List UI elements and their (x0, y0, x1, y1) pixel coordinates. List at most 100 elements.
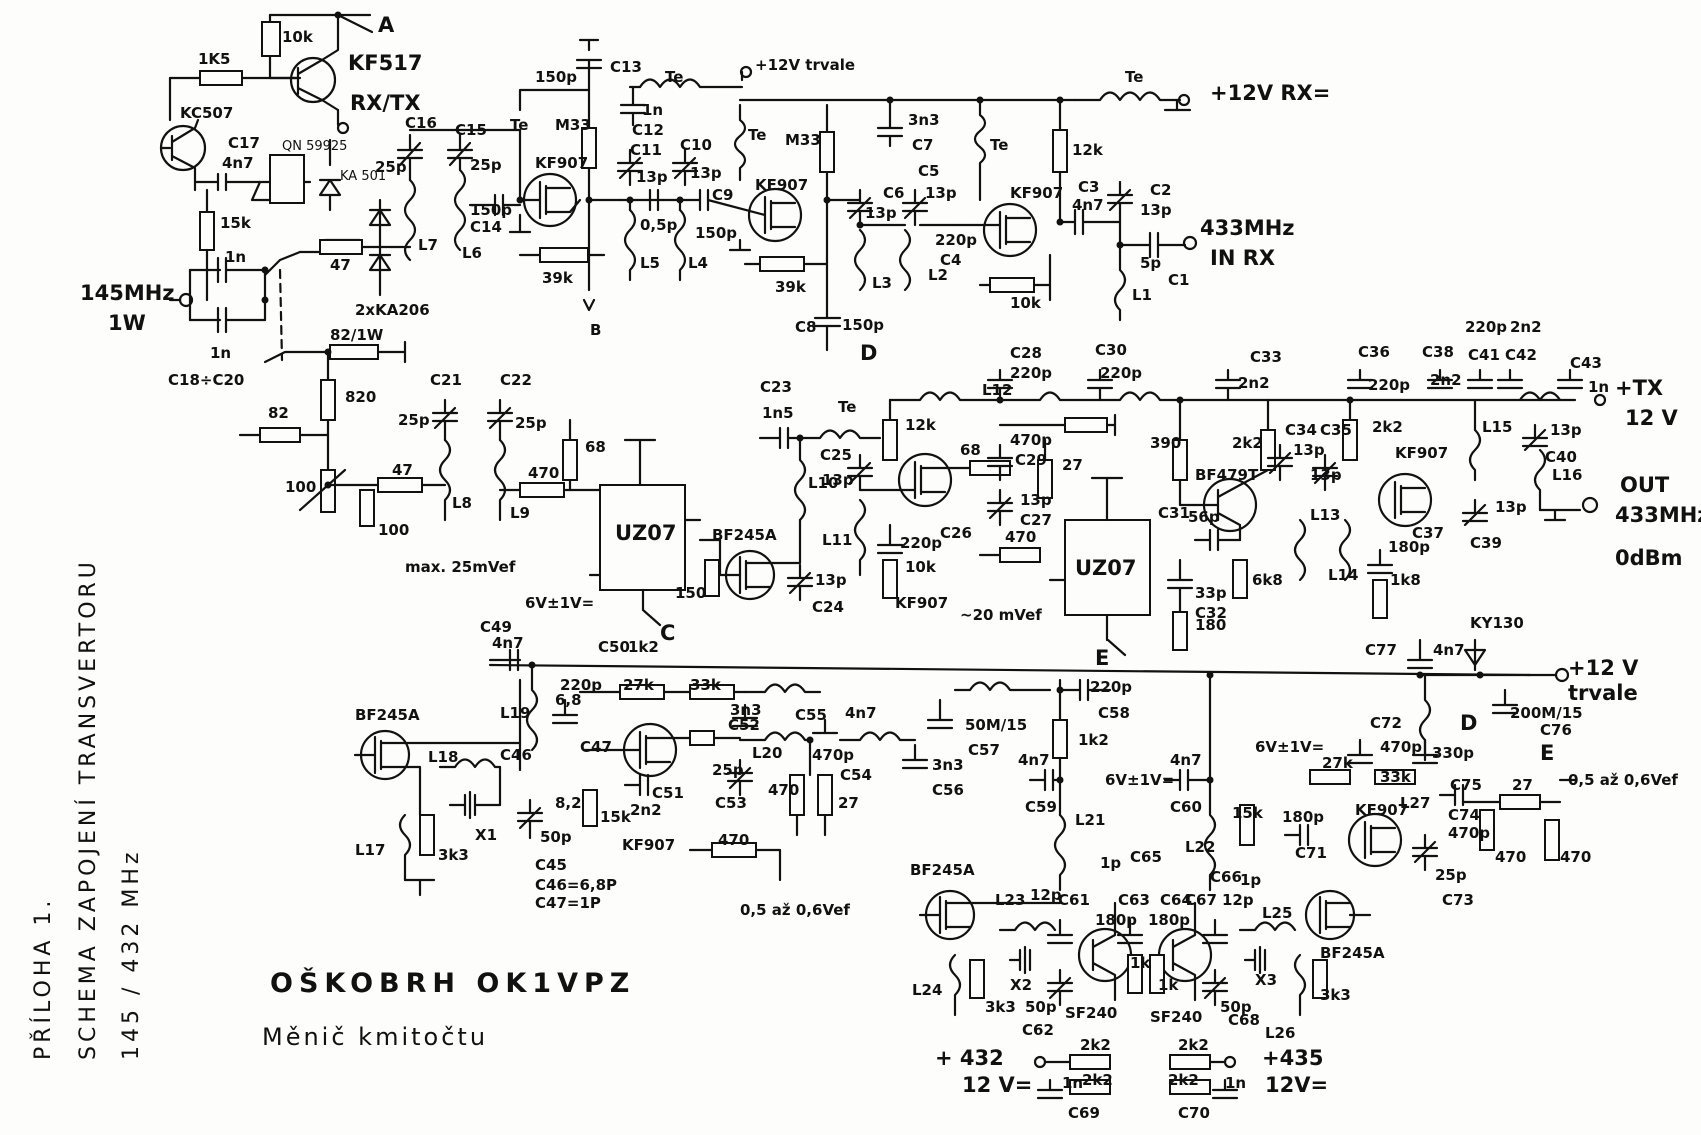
label-c15: C15 (455, 121, 487, 139)
label-l18: L18 (428, 748, 458, 766)
label-1p-a: 1p (1100, 854, 1121, 872)
label-c21: C21 (430, 371, 462, 389)
label-c74: C74 (1448, 806, 1480, 824)
label-c7: C7 (912, 136, 933, 154)
label-c62: C62 (1022, 1021, 1054, 1039)
label-1n-f: 1n (1225, 1074, 1246, 1092)
label-180p-c: 180p (1095, 911, 1137, 929)
label-bf479t: BF479T (1195, 466, 1259, 484)
label-3n3-c: 3n3 (932, 756, 964, 774)
label-05v-b: 0,5 až 0,6Vef (1568, 771, 1678, 789)
label-l17: L17 (355, 841, 385, 859)
label-c22: C22 (500, 371, 532, 389)
label-470-d: 470 (718, 831, 749, 849)
label-05v-a: 0,5 až 0,6Vef (740, 901, 850, 919)
label-l7: L7 (418, 236, 438, 254)
label-l13: L13 (1310, 506, 1340, 524)
label-c70: C70 (1178, 1104, 1210, 1122)
label-47-a: 47 (330, 256, 351, 274)
drawing-subtitle: Měnič kmitočtu (262, 1023, 488, 1051)
label-13p-d: 13p (925, 184, 957, 202)
label-c45: C45 (535, 856, 567, 874)
label-c5: C5 (918, 162, 939, 180)
label-50m15: 50M/15 (965, 716, 1027, 734)
label-l6: L6 (462, 244, 482, 262)
label-c76: C76 (1540, 721, 1572, 739)
label-kc507: KC507 (180, 104, 233, 122)
side-title: PŘÍLOHA 1. SCHEMA ZAPOJENÍ TRANSVERTORU … (30, 558, 144, 1060)
label-3k3-a: 3k3 (438, 846, 469, 864)
label-13p-l: 13p (1495, 498, 1527, 516)
label-05p: 0,5p (640, 216, 678, 234)
label-150-a: 150 (675, 584, 706, 602)
label-13p-f: 13p (822, 471, 854, 489)
label-2n2-b: 2n2 (1430, 371, 1462, 389)
label-2k2-a: 2k2 (1232, 434, 1263, 452)
label-c35: C35 (1320, 421, 1352, 439)
label-c10: C10 (680, 136, 712, 154)
label-x1: X1 (475, 826, 497, 844)
label-2xka206: 2xKA206 (355, 301, 430, 319)
label-c75: C75 (1450, 776, 1482, 794)
label-13p-j: 13p (1310, 466, 1342, 484)
label-220p-d: 220p (1100, 364, 1142, 382)
label-c11: C11 (630, 141, 662, 159)
label-max25: max. 25mVef (405, 558, 516, 576)
label-68p: 6,8 (555, 691, 582, 709)
label-c12: C12 (632, 121, 664, 139)
label-l4: L4 (688, 254, 708, 272)
label-200m15: 200M/15 (1510, 704, 1583, 722)
label-sf240-b: SF240 (1150, 1008, 1202, 1026)
label-bf245a-b: BF245A (355, 706, 420, 724)
label-25p-f: 25p (1435, 866, 1467, 884)
label-kf907-d: KF907 (895, 594, 948, 612)
label-470p-a: 470p (1010, 431, 1052, 449)
label-l8: L8 (452, 494, 472, 512)
label-c4: C4 (940, 251, 961, 269)
author-callsign: OŠKOBRH OK1VPZ (270, 967, 635, 999)
label-180p-b: 180p (1282, 808, 1324, 826)
label-c28: C28 (1010, 344, 1042, 362)
label-150p-d: 150p (842, 316, 884, 334)
label-bf245a-c: BF245A (910, 861, 975, 879)
label-c51: C51 (652, 784, 684, 802)
label-c32: C32 (1195, 604, 1227, 622)
label-25p-b: 25p (470, 156, 502, 174)
label-2n2-c: 2n2 (1510, 318, 1542, 336)
label-c13: C13 (610, 58, 642, 76)
label-c24: C24 (812, 598, 844, 616)
label-x2: X2 (1010, 976, 1032, 994)
label-180p-d: 180p (1148, 911, 1190, 929)
label-12v-a: 12 V (1625, 406, 1679, 430)
label-l26: L26 (1265, 1024, 1295, 1042)
label-c33: C33 (1250, 348, 1282, 366)
label-c6: C6 (883, 184, 904, 202)
label-c18c20: C18÷C20 (168, 371, 244, 389)
label-180-a: 180 (1195, 616, 1226, 634)
label-l1: L1 (1132, 286, 1152, 304)
label-50p-c: 50p (1220, 998, 1252, 1016)
label-bf245a-a: BF245A (712, 526, 777, 544)
label-c8: C8 (795, 318, 816, 336)
label-1k2-b: 1k2 (1078, 731, 1109, 749)
label-25p-c: 25p (398, 411, 430, 429)
label-kf907-b: KF907 (755, 176, 808, 194)
label-c47eq: C47=1P (535, 894, 601, 912)
label-1p-b: 1p (1240, 871, 1261, 889)
label-2n2-d: 2n2 (630, 801, 662, 819)
label-39k-b: 39k (775, 278, 807, 296)
label-c59: C59 (1025, 798, 1057, 816)
label-3k3-b: 3k3 (985, 998, 1016, 1016)
label-l23: L23 (995, 891, 1025, 909)
label-13p-a: 13p (636, 168, 668, 186)
label-D: D (860, 341, 877, 365)
side-title-line-3: 145 / 432 MHz (119, 849, 144, 1060)
label-50p-b: 50p (1025, 998, 1057, 1016)
tx-section (238, 340, 1607, 657)
label-c2: C2 (1150, 181, 1171, 199)
label-68-a: 68 (585, 438, 606, 456)
label-33k-b: 33k (1380, 768, 1412, 786)
